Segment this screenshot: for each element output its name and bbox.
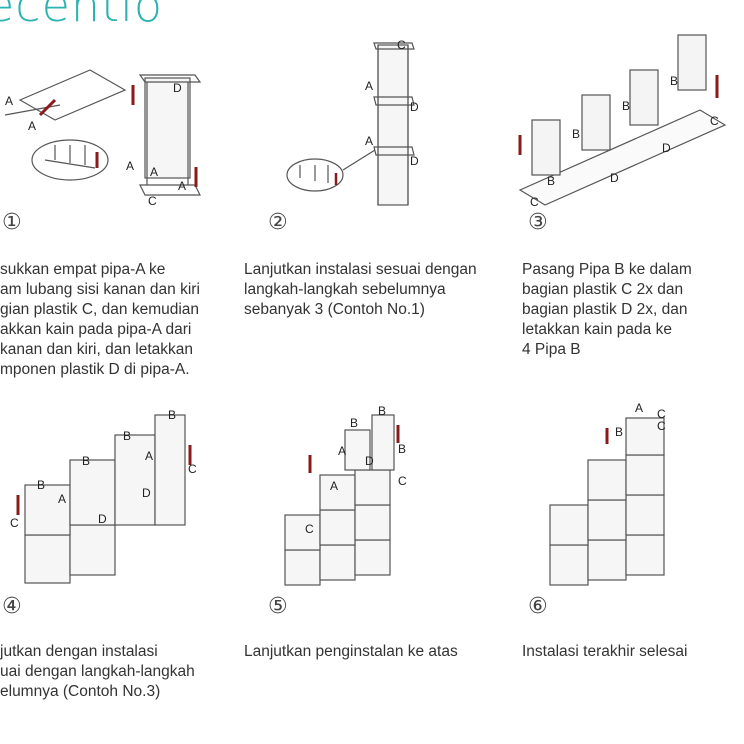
description-line: uai dengan langkah-langkah bbox=[0, 663, 195, 680]
description-line: gian plastik C, dan kemudian bbox=[0, 301, 200, 318]
description-line: mponen plastik D di pipa-A. bbox=[0, 361, 190, 378]
diagram-label: A bbox=[365, 79, 373, 93]
diagram-label: A bbox=[145, 449, 153, 463]
description-line: bagian plastik C 2x dan bbox=[522, 281, 684, 298]
diagram-label: A bbox=[338, 444, 346, 458]
diagram-label: B bbox=[670, 74, 678, 88]
step-3-description: Pasang Pipa B ke dalam bagian plastik C … bbox=[522, 260, 692, 360]
diagram-label: B bbox=[82, 454, 90, 468]
diagram-label: B bbox=[622, 99, 630, 113]
diagram-label: A bbox=[635, 401, 643, 415]
description-line: Instalasi terakhir selesai bbox=[522, 643, 688, 660]
description-line: bagian plastik D 2x, dan bbox=[522, 301, 688, 318]
step-number: ① bbox=[2, 210, 22, 235]
diagram-label: D bbox=[98, 512, 107, 526]
diagram-label: B bbox=[615, 425, 623, 439]
diagram-label: A bbox=[28, 119, 36, 133]
description-line: am lubang sisi kanan dan kiri bbox=[0, 281, 200, 298]
diagram-label: B bbox=[378, 405, 386, 418]
diagram-label: D bbox=[610, 171, 619, 185]
diagram-label: D bbox=[410, 100, 419, 114]
step-4-description: jutkan dengan instalasi uai dengan langk… bbox=[0, 642, 195, 702]
diagram-label: A bbox=[330, 479, 338, 493]
diagram-label: B bbox=[398, 442, 406, 456]
diagram-label: C bbox=[397, 38, 406, 52]
diagram-label: C bbox=[398, 474, 407, 488]
description-line: letakkan kain pada ke bbox=[522, 321, 672, 338]
step-4-illustration: B B B B A A D D C C bbox=[10, 408, 197, 584]
diagram-label: B bbox=[547, 174, 555, 188]
diagram-label: A bbox=[365, 134, 373, 148]
diagram-label: A bbox=[5, 94, 13, 108]
description-line: kanan dan kiri, dan letakkan bbox=[0, 341, 194, 358]
diagram-label: D bbox=[365, 454, 374, 468]
step-5-illustration: B B A A C D C B bbox=[284, 405, 407, 586]
diagram-label: A bbox=[178, 179, 186, 193]
diagram-label: D bbox=[142, 486, 151, 500]
diagram-label: D bbox=[410, 154, 419, 168]
brand-logo: ecentio bbox=[0, 0, 164, 32]
description-line: Lanjutkan instalasi sesuai dengan bbox=[244, 261, 477, 278]
diagram-label: B bbox=[37, 478, 45, 492]
step-1-description: sukkan empat pipa-A ke am lubang sisi ka… bbox=[0, 260, 200, 380]
step-number: ④ bbox=[2, 594, 22, 619]
step-3-illustration: B B B B C D D C bbox=[518, 34, 727, 209]
step-number: ⑤ bbox=[268, 594, 288, 619]
diagram-label: B bbox=[572, 127, 580, 141]
diagram-label: C bbox=[657, 407, 666, 421]
description-line: 4 Pipa B bbox=[522, 341, 581, 358]
diagram-label: D bbox=[662, 141, 671, 155]
diagram-label: C bbox=[305, 522, 314, 536]
description-line: Pasang Pipa B ke dalam bbox=[522, 261, 692, 278]
description-line: akkan kain pada pipa-A dari bbox=[0, 321, 192, 338]
description-line: sebanyak 3 (Contoh No.1) bbox=[244, 301, 425, 318]
step-1-illustration: A A D A A A C bbox=[4, 69, 202, 208]
diagram-label: C bbox=[148, 194, 157, 208]
step-number: ⑥ bbox=[528, 594, 548, 619]
diagram-label: C bbox=[710, 114, 719, 128]
diagram-label: A bbox=[150, 165, 158, 179]
step-number: ② bbox=[268, 210, 288, 235]
diagram-label: A bbox=[126, 159, 134, 173]
step-6-description: Instalasi terakhir selesai bbox=[522, 642, 687, 662]
diagram-label: C bbox=[530, 195, 539, 209]
diagram-label: B bbox=[168, 408, 176, 422]
description-line: sukkan empat pipa-A ke bbox=[0, 261, 166, 278]
description-line: jutkan dengan instalasi bbox=[0, 643, 158, 660]
step-5-description: Lanjutkan penginstalan ke atas bbox=[244, 642, 458, 662]
description-line: elumnya (Contoh No.3) bbox=[0, 683, 161, 700]
step-6-illustration: A C B C bbox=[549, 401, 666, 586]
diagram-label: B bbox=[350, 416, 358, 430]
diagram-label: A bbox=[58, 492, 66, 506]
diagram-label: C bbox=[10, 516, 19, 530]
diagram-label: C bbox=[657, 419, 666, 433]
diagram-label: D bbox=[173, 81, 182, 95]
diagram-label: C bbox=[188, 462, 197, 476]
step-2-illustration: C A D A D D bbox=[286, 38, 419, 206]
diagram-label: B bbox=[123, 429, 131, 443]
step-2-description: Lanjutkan instalasi sesuai dengan langka… bbox=[244, 260, 477, 320]
description-line: Lanjutkan penginstalan ke atas bbox=[244, 643, 458, 660]
step-number: ③ bbox=[528, 210, 548, 235]
description-line: langkah-langkah sebelumnya bbox=[244, 281, 446, 298]
